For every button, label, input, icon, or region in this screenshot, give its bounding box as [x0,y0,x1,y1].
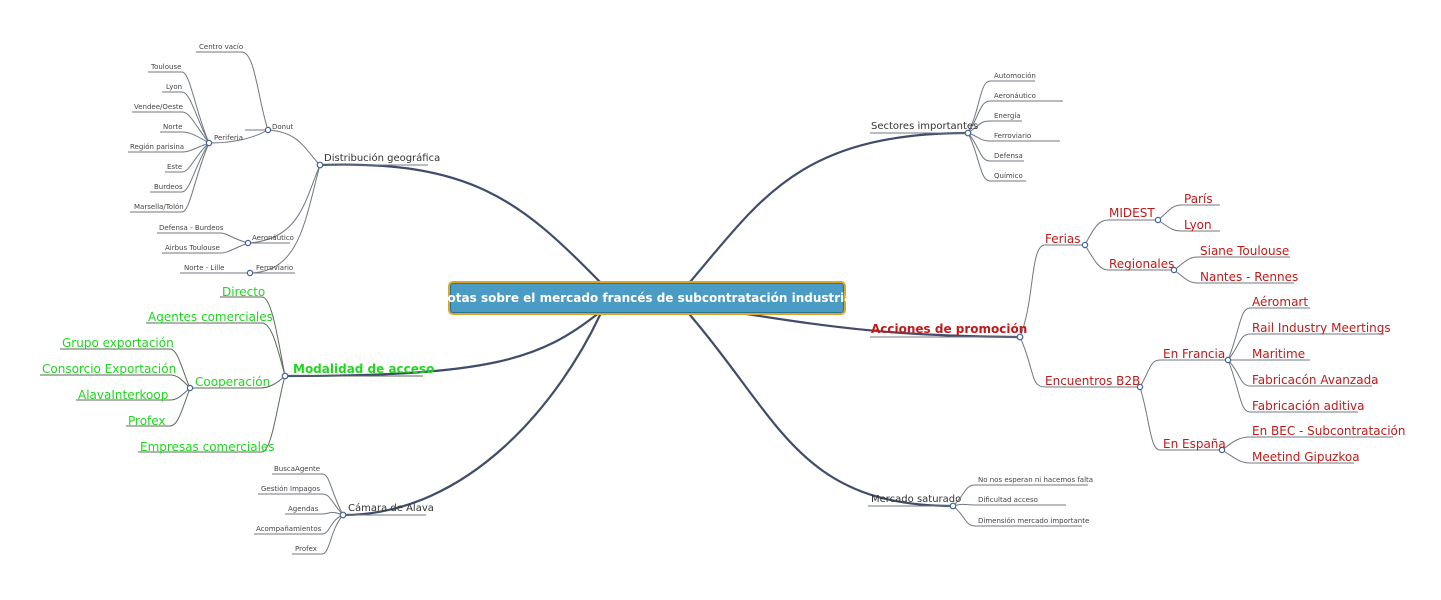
topic-quimico[interactable]: Químico [994,172,1023,180]
topic-en-espana[interactable]: En España [1163,437,1226,451]
topic-energia[interactable]: Energía [994,112,1021,120]
topic-acompanamientos[interactable]: Acompañamientos [256,525,322,533]
topic-defensa-burdeos[interactable]: Defensa - Burdeos [159,224,224,232]
topic-en-francia[interactable]: En Francia [1163,347,1226,361]
topic-rail-industry-meertings[interactable]: Rail Industry Meertings [1252,321,1391,335]
topic-lyon[interactable]: Lyon [166,83,183,91]
topic-lyon-midest[interactable]: Lyon [1184,218,1212,232]
topic-consorcio-exportacion[interactable]: Consorcio Exportación [42,362,177,376]
topic-automocion[interactable]: Automoción [994,72,1036,80]
topic-sectores-importantes[interactable]: Sectores importantes [871,121,979,132]
topic-vendee-oeste[interactable]: Vendee/Oeste [134,103,183,111]
topic-profex-cooperacion[interactable]: Profex [128,414,166,428]
topic-fabricacon-avanzada[interactable]: Fabricacón Avanzada [1252,373,1379,387]
topic-cooperacion[interactable]: Cooperación [195,375,271,389]
topic-marsella-tolon[interactable]: Marsella/Tolón [134,203,184,211]
topic-regionales[interactable]: Regionales [1109,257,1175,271]
topic-distribucion-geografica[interactable]: Distribución geográfica [324,153,441,164]
topic-acciones-de-promocion[interactable]: Acciones de promoción [871,322,1028,336]
topic-meetind-gipuzkoa[interactable]: Meetind Gipuzkoa [1252,450,1360,464]
topic-grupo-exportacion[interactable]: Grupo exportación [62,336,174,350]
topic-camara-de-alava[interactable]: Cámara de Alava [348,503,434,514]
topic-ferias[interactable]: Ferias [1045,232,1081,246]
node-regionales [1170,266,1178,274]
topic-region-parisina[interactable]: Región parisina [130,143,185,151]
node-modalidad [281,372,289,380]
topic-encuentros-b2b[interactable]: Encuentros B2B [1045,374,1141,388]
topic-directo[interactable]: Directo [222,285,266,299]
topic-ferroviario[interactable]: Ferroviario [256,264,294,272]
topic-fabricacion-aditiva[interactable]: Fabricación aditiva [1252,399,1365,413]
topic-este[interactable]: Este [167,163,183,171]
topic-profex-camara[interactable]: Profex [295,545,317,553]
topic-empresas-comerciales[interactable]: Empresas comerciales [140,440,275,454]
topic-toulouse[interactable]: Toulouse [151,63,182,71]
topic-donut[interactable]: Donut [272,123,294,131]
topic-norte-lille[interactable]: Norte - Lille [184,264,225,272]
branch-line-sectores [688,131,970,284]
topic-airbus-toulouse[interactable]: Airbus Toulouse [165,244,220,252]
branch-line-acciones [738,311,1022,339]
node-aeronautico [244,239,252,247]
topic-agendas[interactable]: Agendas [288,505,319,513]
node-espana [1218,446,1226,454]
topic-aeromart[interactable]: Aéromart [1252,295,1309,309]
topic-siane-toulouse[interactable]: Siane Toulouse [1200,244,1290,258]
topic-maritime[interactable]: Maritime [1252,347,1306,361]
topic-periferia[interactable]: Periferia [214,134,243,142]
topic-aeronautico-sector[interactable]: Aeronáutico [994,92,1036,100]
topic-burdeos[interactable]: Burdeos [154,183,183,191]
node-ferias [1081,241,1089,249]
node-acciones [1016,333,1024,341]
branch-line-distribucion [318,163,602,284]
node-donut [264,126,272,134]
central-topic[interactable]: Notas sobre el mercado francés de subcon… [438,281,857,315]
branch-line-modalidad [283,310,602,378]
topic-norte[interactable]: Norte [163,123,183,131]
topic-mercado-saturado[interactable]: Mercado saturado [871,494,962,505]
branch-line-mercado [688,313,955,508]
topic-alavainterkoop[interactable]: AlavaInterkoop [78,388,169,402]
node-periferia [205,139,213,147]
topic-buscaagente[interactable]: BuscaAgente [274,465,321,473]
topic-dificultad-acceso[interactable]: Dificultad acceso [978,496,1038,504]
topic-paris[interactable]: París [1184,192,1213,206]
topic-midest[interactable]: MIDEST [1109,206,1155,220]
node-ferroviario [246,269,254,277]
topic-no-nos-esperan[interactable]: No nos esperan ni hacemos falta [978,476,1094,484]
topic-ferroviario-sector[interactable]: Ferroviario [994,132,1032,140]
topic-modalidad-de-acceso[interactable]: Modalidad de acceso [293,362,435,376]
node-camara [339,511,347,519]
node-cooperacion [186,384,194,392]
branch-line-camara [341,313,602,517]
topic-agentes-comerciales[interactable]: Agentes comerciales [148,310,273,324]
node-francia [1224,356,1232,364]
topic-gestion-impagos[interactable]: Gestión Impagos [261,485,321,493]
node-mercado [949,502,957,510]
node-sectores [964,129,972,137]
topic-dimension-mercado[interactable]: Dimensión mercado importante [978,517,1090,525]
node-encuentros [1136,383,1144,391]
node-midest [1154,216,1162,224]
topic-centro-vacio[interactable]: Centro vacío [199,43,244,51]
node-distribucion [316,161,324,169]
topic-nantes-rennes[interactable]: Nantes - Rennes [1200,270,1299,284]
topic-aeronautico[interactable]: Aeronáutico [252,234,294,242]
topic-en-bec-subcontratacion[interactable]: En BEC - Subcontratación [1252,424,1406,438]
topic-defensa[interactable]: Defensa [994,152,1023,160]
